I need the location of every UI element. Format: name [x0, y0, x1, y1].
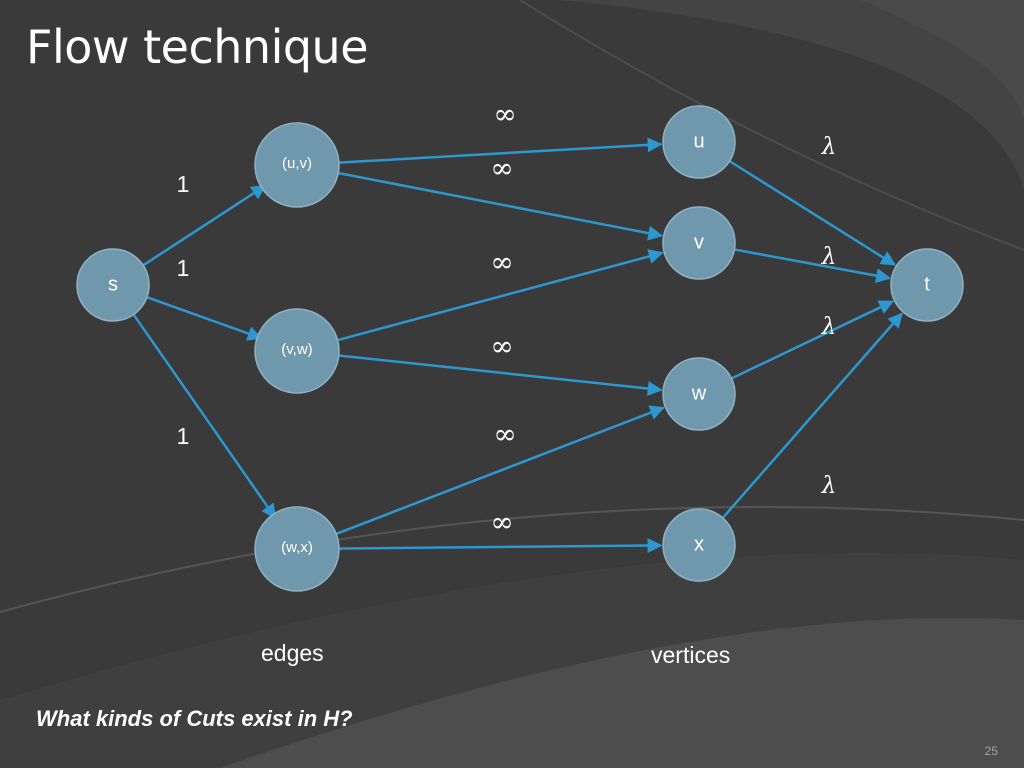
edge-wx-x — [332, 538, 663, 554]
node-t: t — [890, 248, 964, 322]
capacity-label-wx-x: ∞ — [490, 506, 513, 539]
capacity-label-w-t: λ — [821, 314, 837, 340]
edge-uv-v — [332, 170, 664, 241]
node-vw: (v,w) — [254, 308, 340, 394]
edge-x-t — [721, 312, 903, 519]
capacity-label-vw-w: ∞ — [490, 330, 513, 363]
node-label-v: v — [694, 231, 704, 253]
node-label-u: u — [693, 130, 704, 152]
edge-v-t — [734, 248, 892, 284]
node-x: x — [662, 508, 736, 582]
capacity-label-uv-v: ∞ — [490, 152, 513, 185]
node-s: s — [76, 248, 150, 322]
node-wx: (w,x) — [254, 506, 340, 592]
capacity-labels-layer: 1 1 1 ∞ ∞ ∞ ∞ ∞ ∞ λ λ λ λ — [177, 98, 837, 539]
edge-wx-w — [330, 405, 665, 538]
node-label-wx: (w,x) — [281, 539, 313, 556]
node-circle-x — [662, 508, 736, 582]
node-label-x: x — [694, 533, 704, 555]
capacity-label-v-t: λ — [821, 244, 837, 270]
capacity-label-u-t: λ — [821, 134, 837, 160]
node-label-uv: (u,v) — [282, 155, 312, 172]
edge-s-vw — [146, 295, 263, 341]
node-label-w: w — [691, 382, 707, 404]
capacity-label-uv-u: ∞ — [493, 98, 516, 131]
node-label-s: s — [108, 273, 118, 295]
node-u: u — [662, 105, 736, 179]
edge-vw-w — [332, 353, 663, 396]
node-label-vw: (v,w) — [281, 341, 312, 358]
node-circle-v — [662, 206, 736, 280]
edges-layer — [132, 137, 903, 554]
edge-vw-v — [331, 249, 664, 343]
node-w: w — [662, 357, 736, 431]
node-label-t: t — [924, 273, 930, 295]
slide-title: Flow technique — [26, 20, 369, 74]
nodes-layer: s (u,v) (v,w) (w,x) u v w x t — [76, 105, 964, 592]
node-circle-t — [890, 248, 964, 322]
capacity-label-wx-w: ∞ — [493, 418, 516, 451]
node-circle-wx — [254, 506, 340, 592]
capacity-label-s-uv: 1 — [177, 171, 190, 197]
edge-w-t — [730, 300, 895, 380]
edge-uv-u — [332, 137, 663, 165]
node-uv: (u,v) — [254, 122, 340, 208]
edges-column-label: edges — [261, 640, 324, 666]
edge-s-wx — [132, 313, 277, 520]
node-circle-s — [76, 248, 150, 322]
capacity-label-s-vw: 1 — [177, 255, 190, 281]
node-circle-u — [662, 105, 736, 179]
vertices-column-label: vertices — [651, 642, 731, 668]
node-circle-uv — [254, 122, 340, 208]
capacity-label-s-wx: 1 — [177, 423, 190, 449]
page-number: 25 — [984, 744, 998, 758]
node-circle-vw — [254, 308, 340, 394]
capacity-label-vw-v: ∞ — [490, 246, 513, 279]
edge-u-t — [728, 160, 897, 266]
question-text: What kinds of Cuts exist in H? — [36, 706, 353, 731]
edge-s-uv — [142, 184, 267, 267]
capacity-label-x-t: λ — [821, 473, 837, 499]
node-v: v — [662, 206, 736, 280]
node-circle-w — [662, 357, 736, 431]
